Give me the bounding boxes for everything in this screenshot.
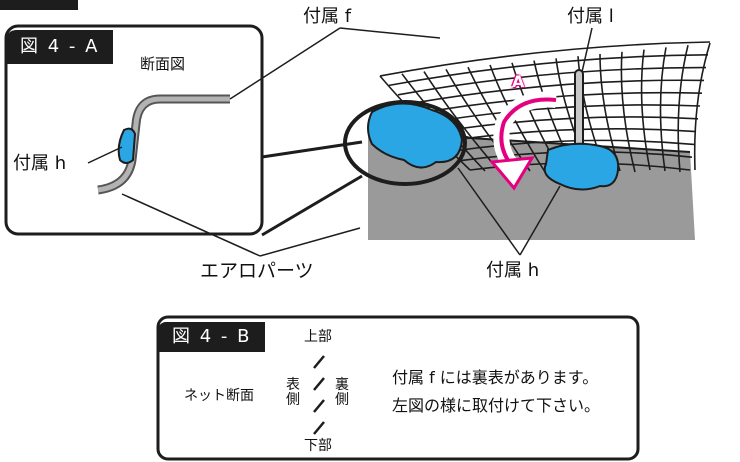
- fig-a-subtitle: 断面図: [140, 55, 186, 73]
- label-l-top: 付属 l: [567, 6, 614, 27]
- pad-h-left: [367, 102, 464, 169]
- fig-b-tag: 図 4 - B: [158, 322, 266, 352]
- label-arrow-a: A: [512, 72, 525, 91]
- fig-b-bottom: 下部: [304, 438, 332, 454]
- magnifier-line-lower: [261, 174, 363, 237]
- arrow-a-head: [489, 156, 535, 191]
- highlight-ellipse: [343, 100, 467, 186]
- label-f-top: 付属 f: [303, 6, 352, 27]
- fig-b-note-line2: 左図の様に取付けて下さい。: [392, 396, 601, 415]
- fig-b-front: 表側: [286, 377, 300, 408]
- label-aero-parts: エアロパーツ: [200, 260, 314, 282]
- corner-tab: [0, 0, 78, 10]
- leader-l: [581, 27, 593, 73]
- pad-h-right: [543, 142, 620, 191]
- fig-b-section-label: ネット断面: [184, 388, 254, 404]
- leader-aero-b: [259, 227, 361, 257]
- leader-f-to-a: [229, 27, 341, 100]
- fig-b-back: 裏側: [335, 377, 349, 408]
- net-section-slashes: [313, 355, 325, 435]
- fig-b-note-line1: 付属 f には裏表があります。: [392, 368, 599, 387]
- fig-b-frame: [156, 315, 640, 461]
- label-h-bottom: 付属 h: [486, 260, 540, 281]
- leader-h-left: [87, 146, 123, 164]
- leader-h-main-a: [457, 167, 521, 256]
- leader-f-main: [339, 27, 441, 39]
- pad-h-cross-section: [117, 127, 137, 164]
- label-h-left: 付属 h: [13, 153, 67, 174]
- fig-a-tag: 図 4 - A: [6, 30, 114, 64]
- leader-aero-a: [121, 193, 261, 257]
- leader-h-main-b: [519, 185, 561, 256]
- fig-b-top: 上部: [304, 329, 332, 345]
